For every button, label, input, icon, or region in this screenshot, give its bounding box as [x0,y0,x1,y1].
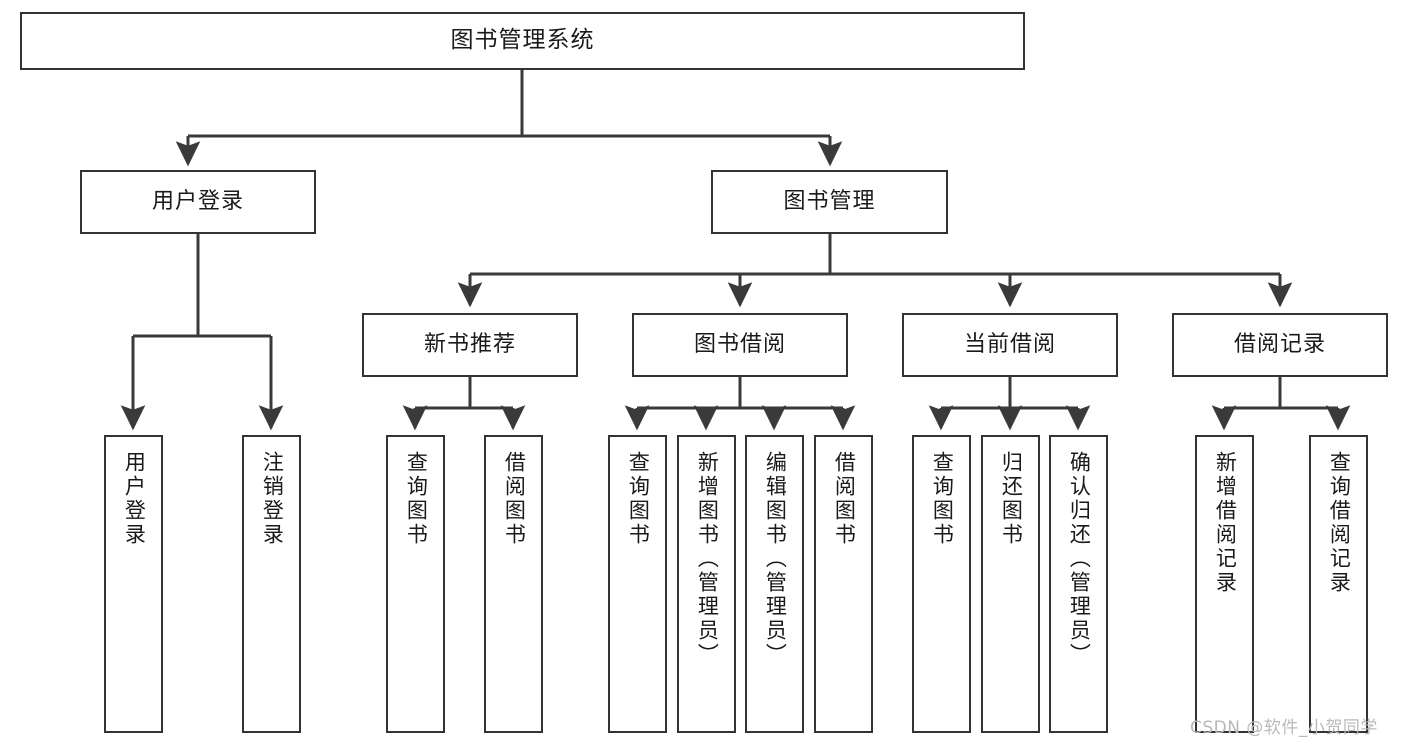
leaf-logout-label: 注销登录 [260,451,285,547]
leaf-edit-book[interactable]: 编辑图书（管理员） [745,435,804,733]
leaf-query-book-2[interactable]: 查询图书 [608,435,667,733]
csdn-watermark: CSDN @软件_小贺同学 [1190,718,1378,738]
leaf-query-book-3-label: 查询图书 [930,451,955,547]
leaf-user-login[interactable]: 用户登录 [104,435,163,733]
leaf-borrow-book-2[interactable]: 借阅图书 [814,435,873,733]
leaf-edit-book-label: 编辑图书（管理员） [763,451,788,667]
leaf-borrow-book-1[interactable]: 借阅图书 [484,435,543,733]
node-user-login-label: 用户登录 [151,188,244,214]
node-current-borrow[interactable]: 当前借阅 [902,313,1118,377]
node-borrow-record-label: 借阅记录 [1233,331,1326,357]
node-new-book-recommend[interactable]: 新书推荐 [362,313,578,377]
leaf-user-login-label: 用户登录 [122,451,147,547]
leaf-query-book-2-label: 查询图书 [626,451,651,547]
leaf-logout[interactable]: 注销登录 [242,435,301,733]
leaf-query-record[interactable]: 查询借阅记录 [1309,435,1368,733]
node-book-borrow[interactable]: 图书借阅 [632,313,848,377]
leaf-borrow-book-2-label: 借阅图书 [832,451,857,547]
node-root-label: 图书管理系统 [450,27,595,54]
leaf-confirm-return-label: 确认归还（管理员） [1067,451,1092,667]
node-new-book-recommend-label: 新书推荐 [423,331,516,357]
leaf-add-record[interactable]: 新增借阅记录 [1195,435,1254,733]
leaf-add-book-label: 新增图书（管理员） [695,451,720,667]
leaf-confirm-return[interactable]: 确认归还（管理员） [1049,435,1108,733]
node-book-borrow-label: 图书借阅 [693,331,786,357]
node-borrow-record[interactable]: 借阅记录 [1172,313,1388,377]
leaf-borrow-book-1-label: 借阅图书 [502,451,527,547]
leaf-query-book-3[interactable]: 查询图书 [912,435,971,733]
node-book-manage[interactable]: 图书管理 [711,170,948,234]
leaf-add-record-label: 新增借阅记录 [1213,451,1238,595]
node-root[interactable]: 图书管理系统 [20,12,1025,70]
node-user-login[interactable]: 用户登录 [80,170,316,234]
leaf-add-book[interactable]: 新增图书（管理员） [677,435,736,733]
leaf-query-book-1[interactable]: 查询图书 [386,435,445,733]
leaf-return-book[interactable]: 归还图书 [981,435,1040,733]
leaf-query-book-1-label: 查询图书 [404,451,429,547]
leaf-return-book-label: 归还图书 [999,451,1024,547]
node-current-borrow-label: 当前借阅 [963,331,1056,357]
node-book-manage-label: 图书管理 [783,188,876,214]
leaf-query-record-label: 查询借阅记录 [1327,451,1352,595]
